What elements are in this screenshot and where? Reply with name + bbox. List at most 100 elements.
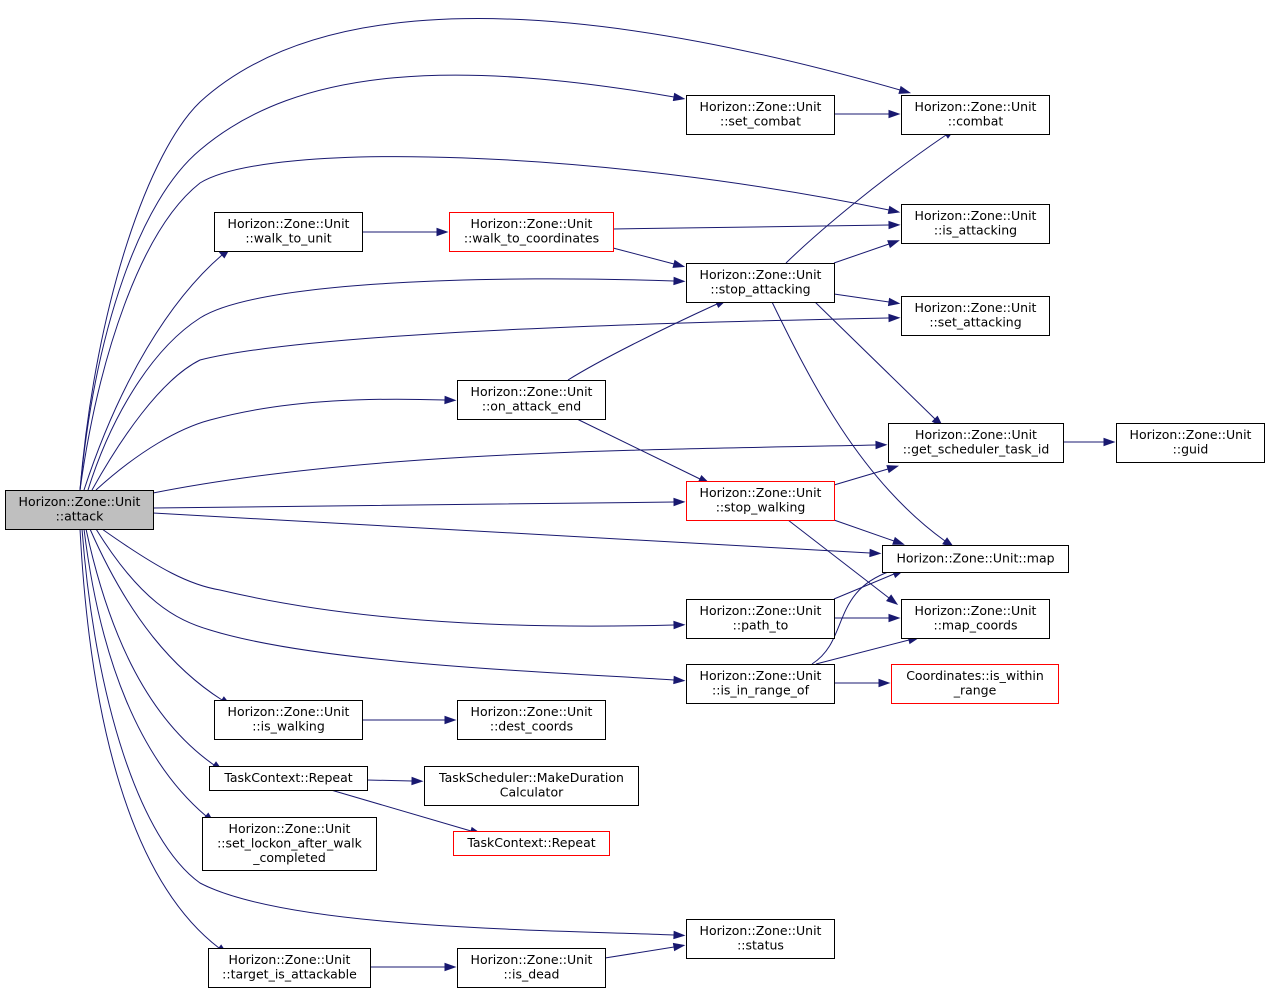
node-repeat-b[interactable]: TaskContext::Repeat: [453, 831, 610, 856]
node-box: [5, 490, 154, 530]
node-stop-walking[interactable]: Horizon::Zone::Unit::stop_walking: [686, 481, 835, 521]
node-combat[interactable]: Horizon::Zone::Unit::combat: [901, 95, 1050, 135]
node-box: [686, 664, 835, 704]
node-path-to[interactable]: Horizon::Zone::Unit::path_to: [686, 599, 835, 639]
edge-line: [330, 789, 472, 832]
node-label-line: ::set_lockon_after_walk: [217, 835, 363, 850]
node-label-line: ::dest_coords: [490, 719, 573, 734]
node-is-within-range[interactable]: Coordinates::is_within_range: [891, 664, 1059, 704]
node-map-coords[interactable]: Horizon::Zone::Unit::map_coords: [901, 599, 1050, 639]
node-label-line: ::is_in_range_of: [712, 683, 810, 698]
node-box: [686, 599, 835, 639]
node-label-line: Horizon::Zone::Unit: [471, 216, 593, 231]
node-label-line: ::stop_attacking: [710, 282, 810, 297]
edge-set_combat-to-combat: [834, 109, 901, 119]
node-box: [1116, 423, 1265, 463]
edge-line: [79, 74, 675, 491]
node-box: [214, 700, 363, 740]
edge-line: [152, 444, 877, 494]
node-label-line: _range: [953, 683, 997, 698]
node-label-line: ::is_dead: [504, 967, 560, 982]
node-walk-to-coordinates[interactable]: Horizon::Zone::Unit::walk_to_coordinates: [449, 212, 614, 252]
edge-is_in_range_of-to-is_within_range: [834, 678, 891, 688]
edge-line: [787, 519, 890, 599]
edge-is_dead-to-status: [604, 942, 686, 959]
edge-line: [89, 528, 223, 701]
node-box: [208, 948, 371, 988]
node-label-line: Coordinates::is_within: [906, 668, 1044, 683]
node-label-line: Horizon::Zone::Unit: [915, 300, 1037, 315]
edge-attack-to-walk_to_unit: [83, 247, 231, 491]
nodes-layer: Horizon::Zone::Unit::attackHorizon::Zone…: [5, 95, 1265, 988]
node-is-walking[interactable]: Horizon::Zone::Unit::is_walking: [214, 700, 363, 740]
edge-stop_walking-to-get_scheduler_task_id: [833, 465, 900, 486]
edge-arrowhead: [673, 497, 686, 507]
edge-attack-to-is_attacking: [79, 156, 901, 491]
node-box: [214, 212, 363, 252]
node-label-line: Horizon::Zone::Unit: [915, 99, 1037, 114]
edge-arrowhead: [444, 962, 457, 972]
node-label-line: Horizon::Zone::Unit: [19, 494, 141, 509]
node-label-line: _completed: [252, 850, 326, 865]
node-walk-to-unit[interactable]: Horizon::Zone::Unit::walk_to_unit: [214, 212, 363, 252]
edge-arrowhead: [888, 109, 901, 119]
node-target-is-attackable[interactable]: Horizon::Zone::Unit::target_is_attackabl…: [208, 948, 371, 988]
node-box: [449, 212, 614, 252]
node-attack[interactable]: Horizon::Zone::Unit::attack: [5, 490, 154, 530]
edge-arrowhead: [673, 930, 686, 940]
edge-stop_attacking-to-set_attacking: [833, 293, 901, 307]
node-map[interactable]: Horizon::Zone::Unit::map: [882, 545, 1069, 573]
edge-line: [833, 293, 890, 303]
edge-line: [785, 134, 947, 264]
node-box: [453, 831, 610, 856]
node-label-line: ::walk_to_coordinates: [464, 231, 599, 246]
node-guid[interactable]: Horizon::Zone::Unit::guid: [1116, 423, 1265, 463]
node-label-line: Horizon::Zone::Unit: [471, 384, 593, 399]
node-set-lockon[interactable]: Horizon::Zone::Unit::set_lockon_after_wa…: [202, 817, 377, 871]
node-label-line: Horizon::Zone::Unit: [229, 952, 351, 967]
node-status[interactable]: Horizon::Zone::Unit::status: [686, 919, 835, 959]
edge-attack-to-stop_walking: [152, 497, 686, 509]
node-dest-coords[interactable]: Horizon::Zone::Unit::dest_coords: [457, 700, 606, 740]
edge-line: [604, 946, 675, 959]
edge-stop_walking-to-map_coords: [787, 519, 899, 606]
node-label-line: Horizon::Zone::Unit: [700, 668, 822, 683]
edge-arrowhead: [887, 205, 901, 215]
edge-arrowhead: [887, 297, 901, 307]
node-label-line: Calculator: [500, 785, 564, 800]
edge-line: [833, 519, 895, 542]
node-box: [686, 95, 835, 135]
edge-line: [833, 243, 890, 264]
edge-line: [85, 528, 215, 766]
edge-stop_walking-to-map: [833, 519, 905, 545]
node-label-line: ::get_scheduler_task_id: [903, 442, 1050, 457]
node-box: [901, 599, 1050, 639]
node-set-combat[interactable]: Horizon::Zone::Unit::set_combat: [686, 95, 835, 135]
node-is-attacking[interactable]: Horizon::Zone::Unit::is_attacking: [901, 204, 1050, 244]
node-repeat-a[interactable]: TaskContext::Repeat: [209, 766, 368, 791]
node-on-attack-end[interactable]: Horizon::Zone::Unit::on_attack_end: [457, 380, 606, 420]
edge-is_walking-to-dest_coords: [362, 715, 457, 725]
edge-arrowhead: [436, 227, 449, 237]
edge-walk_to_coordinates-to-is_attacking: [612, 220, 901, 230]
node-get-scheduler-task-id[interactable]: Horizon::Zone::Unit::get_scheduler_task_…: [888, 423, 1064, 463]
node-label-line: Horizon::Zone::Unit::map: [896, 550, 1054, 565]
node-label-line: Horizon::Zone::Unit: [915, 208, 1037, 223]
edge-attack-to-set_lockon: [83, 528, 215, 824]
edge-arrowhead: [887, 240, 900, 249]
edge-line: [811, 569, 895, 665]
node-label-line: Horizon::Zone::Unit: [700, 267, 822, 282]
node-is-dead[interactable]: Horizon::Zone::Unit::is_dead: [457, 948, 606, 988]
edge-arrowhead: [869, 548, 882, 558]
node-set-attacking[interactable]: Horizon::Zone::Unit::set_attacking: [901, 296, 1050, 336]
edge-arrowhead: [1103, 437, 1116, 447]
edge-attack-to-status: [81, 528, 686, 940]
node-is-in-range-of[interactable]: Horizon::Zone::Unit::is_in_range_of: [686, 664, 835, 704]
edge-arrowhead: [888, 313, 901, 323]
edge-walk_to_coordinates-to-stop_attacking: [612, 247, 686, 268]
edge-line: [95, 398, 446, 491]
edge-attack-to-is_in_range_of: [95, 528, 686, 685]
node-label-line: Horizon::Zone::Unit: [700, 923, 822, 938]
node-stop-attacking[interactable]: Horizon::Zone::Unit::stop_attacking: [686, 263, 835, 303]
